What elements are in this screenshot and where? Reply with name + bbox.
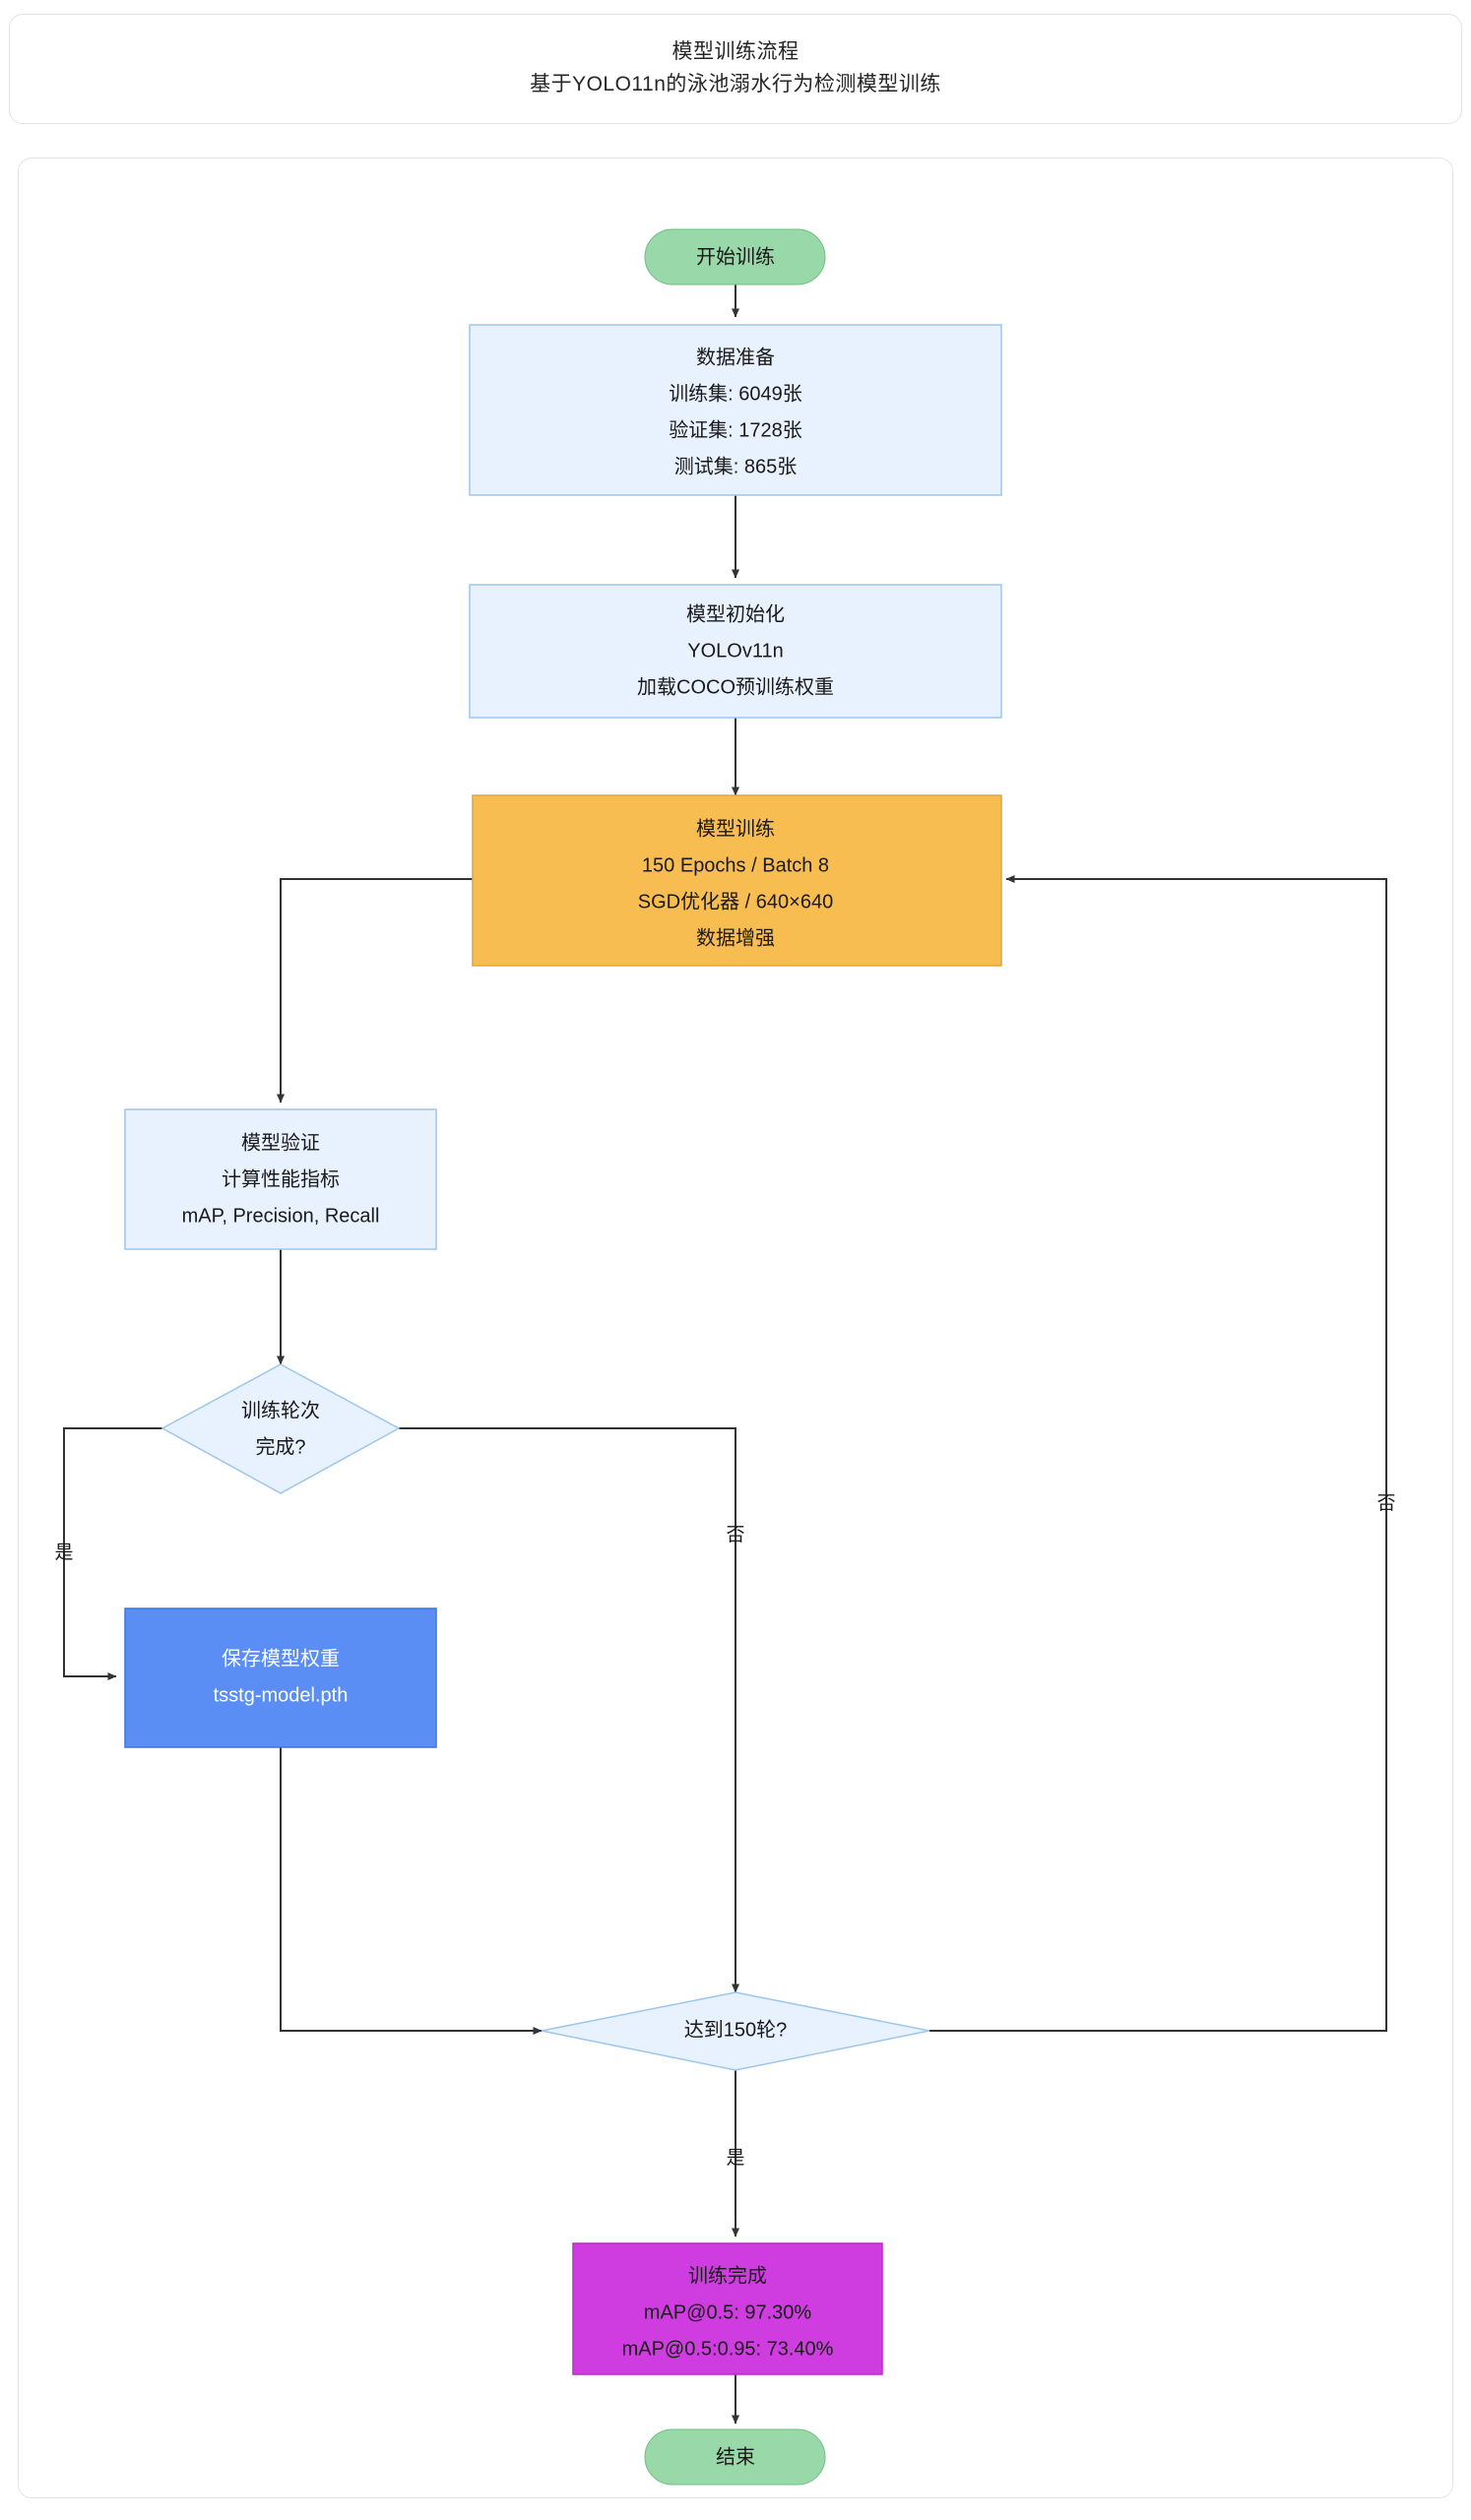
node-save-model-weights-line-0: 保存模型权重	[222, 1647, 340, 1670]
edge-epochdecision-no-to-reach150	[399, 1427, 739, 1993]
edge-epochdecision-yes-to-save	[63, 1427, 162, 1680]
node-epoch-decision[interactable]: 训练轮次 完成?	[160, 1363, 401, 1494]
node-reach150-decision-line-0: 达到150轮?	[684, 2018, 788, 2041]
node-start-label: 开始训练	[696, 245, 775, 268]
node-epoch-decision-line-1: 完成?	[255, 1435, 305, 1458]
node-save-model-weights[interactable]: 保存模型权重 tsstg-model.pth	[124, 1607, 437, 1748]
node-model-initialization-line-1: YOLOv11n	[687, 640, 783, 662]
node-start[interactable]: 开始训练	[644, 228, 826, 285]
edge-label-reach150-yes: 是	[726, 2148, 744, 2169]
node-model-training-line-2: SGD优化器 / 640×640	[638, 890, 833, 913]
node-model-initialization-line-2: 加载COCO预训练权重	[637, 675, 834, 698]
node-reach150-decision[interactable]: 达到150轮?	[541, 1991, 930, 2071]
page-subtitle: 基于YOLO11n的泳池溺水行为检测模型训练	[530, 73, 941, 95]
edge-label-reach150-no: 否	[1376, 1493, 1395, 1514]
node-model-validation[interactable]: 模型验证 计算性能指标 mAP, Precision, Recall	[124, 1108, 437, 1250]
node-training-complete-line-2: mAP@0.5:0.95: 73.40%	[622, 2338, 834, 2360]
node-model-training-line-1: 150 Epochs / Batch 8	[642, 854, 829, 876]
node-model-initialization-line-0: 模型初始化	[686, 602, 785, 625]
node-data-preparation-line-3: 测试集: 865张	[674, 455, 797, 477]
node-model-validation-line-0: 模型验证	[241, 1131, 320, 1154]
node-training-complete-line-1: mAP@0.5: 97.30%	[644, 2301, 812, 2323]
node-data-preparation[interactable]: 数据准备 训练集: 6049张 验证集: 1728张 测试集: 865张	[469, 324, 1002, 496]
page-title: 模型训练流程	[672, 40, 799, 64]
edge-save-to-reach150	[280, 1747, 543, 2035]
node-end-label: 结束	[716, 2445, 755, 2468]
node-data-preparation-line-2: 验证集: 1728张	[669, 418, 802, 441]
node-training-complete[interactable]: 训练完成 mAP@0.5: 97.30% mAP@0.5:0.95: 73.40…	[572, 2242, 883, 2375]
node-data-preparation-line-0: 数据准备	[696, 346, 775, 368]
node-save-model-weights-line-1: tsstg-model.pth	[214, 1684, 349, 1706]
node-epoch-decision-line-0: 训练轮次	[241, 1399, 320, 1421]
node-model-validation-line-2: mAP, Precision, Recall	[182, 1205, 380, 1227]
edge-reach150-no-to-training	[929, 875, 1387, 2032]
node-model-training-line-0: 模型训练	[696, 817, 775, 840]
node-model-training-line-3: 数据增强	[696, 926, 775, 949]
edge-label-epoch-no: 否	[726, 1525, 744, 1545]
node-end[interactable]: 结束	[644, 2428, 826, 2486]
edge-label-epoch-yes: 是	[54, 1543, 73, 1563]
node-model-initialization[interactable]: 模型初始化 YOLOv11n 加载COCO预训练权重	[469, 584, 1002, 719]
node-training-complete-line-0: 训练完成	[688, 2264, 767, 2287]
node-model-training[interactable]: 模型训练 150 Epochs / Batch 8 SGD优化器 / 640×6…	[472, 794, 1002, 967]
node-model-validation-line-1: 计算性能指标	[222, 1167, 340, 1190]
node-data-preparation-line-1: 训练集: 6049张	[669, 382, 802, 405]
edge-training-to-validation	[277, 878, 473, 1103]
title-panel: 模型训练流程 基于YOLO11n的泳池溺水行为检测模型训练	[9, 14, 1462, 124]
